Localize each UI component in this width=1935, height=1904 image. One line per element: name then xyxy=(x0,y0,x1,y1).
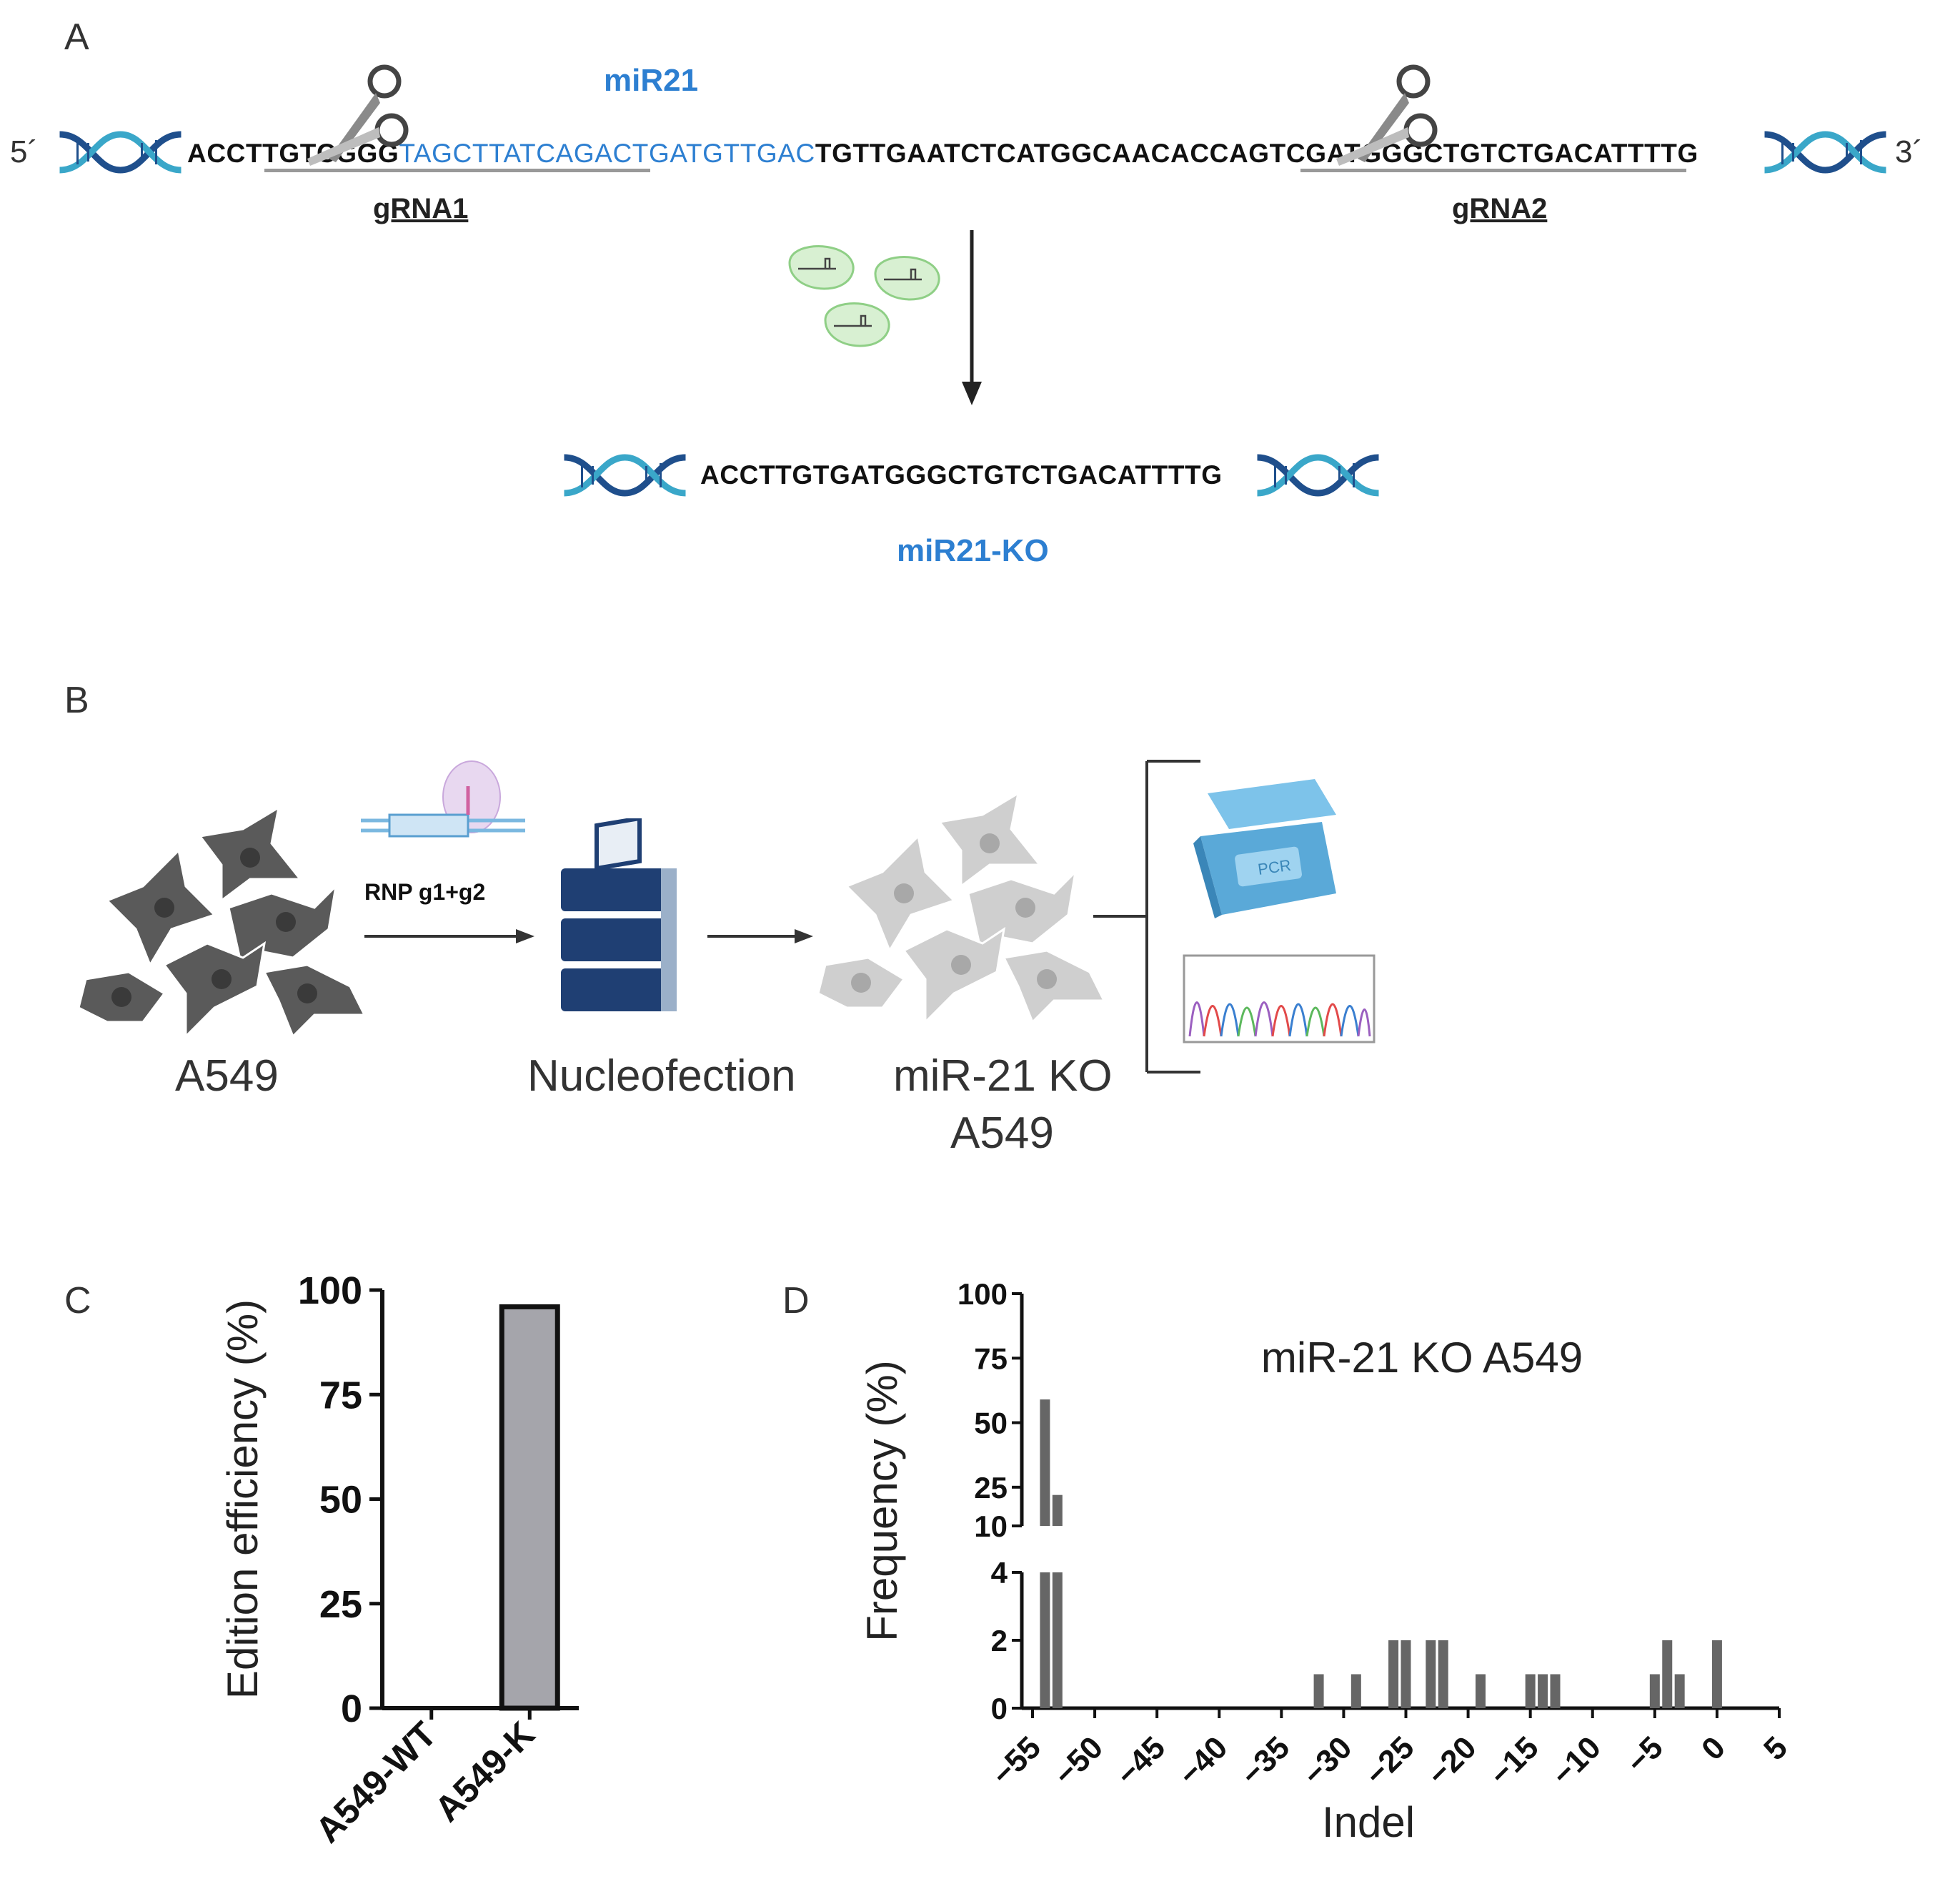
five-prime-label: 5´ xyxy=(10,134,39,169)
x-tick-label: −40 xyxy=(1172,1730,1234,1792)
y-tick-label: 25 xyxy=(319,1583,362,1626)
y-axis-label: Edition efficiency (%) xyxy=(219,1299,267,1699)
a549-cells-icon xyxy=(79,808,364,1039)
a549-label: A549 xyxy=(175,1051,279,1101)
x-tick-label: 0 xyxy=(1695,1730,1732,1767)
rnp-label: RNP g1+g2 xyxy=(364,879,486,905)
three-prime-label: 3´ xyxy=(1895,134,1924,169)
mir21-ko-label: miR21-KO xyxy=(897,533,1049,568)
ko-sequence: ACCTTGTGATGGGCTGTCTGACATTTTG xyxy=(700,460,1223,490)
bar xyxy=(1550,1674,1561,1708)
bar xyxy=(1711,1640,1722,1708)
panel-b-letter: B xyxy=(64,680,89,721)
bar xyxy=(1426,1640,1436,1708)
grna2-bar xyxy=(1300,169,1686,172)
scissors-icon xyxy=(307,64,409,166)
bar-upper-segment xyxy=(1052,1494,1063,1526)
y-axis-label: Frequency (%) xyxy=(858,1360,906,1641)
y-tick-label: 25 xyxy=(974,1471,1008,1504)
y-tick-label: 100 xyxy=(957,1277,1008,1311)
process-arrow-down xyxy=(962,230,982,405)
dna-helix-icon xyxy=(1257,454,1379,497)
sequence-3prime-segment: TGTTGAATCTCATGGCAACACCAGTCGATGGGCTGTCTGA… xyxy=(815,139,1698,168)
x-tick-label: −30 xyxy=(1296,1730,1358,1792)
y-tick-label: 2 xyxy=(991,1624,1008,1657)
grna1-label: gRNA1 xyxy=(373,193,469,224)
y-tick-label: 75 xyxy=(974,1342,1008,1375)
rnp-complex-icon xyxy=(788,245,940,347)
bar xyxy=(1649,1674,1660,1708)
bar xyxy=(1313,1674,1324,1708)
bar xyxy=(1476,1674,1486,1708)
pcr-machine-icon: PCR xyxy=(1193,779,1336,918)
bar xyxy=(1525,1674,1536,1708)
y-tick-label: 4 xyxy=(991,1556,1008,1590)
x-tick-label: −5 xyxy=(1620,1730,1670,1780)
x-tick-label: −20 xyxy=(1421,1730,1483,1792)
bar xyxy=(1388,1640,1399,1708)
bar xyxy=(499,1304,560,1711)
y-tick-label: 50 xyxy=(319,1479,362,1522)
panel-c-letter: C xyxy=(64,1280,91,1322)
y-tick-label: 50 xyxy=(974,1407,1008,1440)
ko-cells-label-line1: miR-21 KO xyxy=(893,1051,1113,1101)
dna-helix-icon xyxy=(564,454,686,497)
dna-helix-icon xyxy=(1764,131,1886,174)
ko-cells-icon xyxy=(818,793,1104,1025)
bar xyxy=(1674,1674,1685,1708)
x-tick-label: −10 xyxy=(1545,1730,1607,1792)
bar xyxy=(1401,1640,1411,1708)
grna1-bar xyxy=(264,169,650,172)
bar xyxy=(1538,1674,1548,1708)
chart-title: miR-21 KO A549 xyxy=(1261,1334,1583,1382)
x-tick-label: −15 xyxy=(1483,1730,1545,1792)
x-tick-label: −50 xyxy=(1048,1730,1110,1792)
bar xyxy=(1662,1640,1673,1708)
grna2-label: gRNA2 xyxy=(1452,193,1548,224)
scissors-icon xyxy=(1336,64,1438,166)
y-tick-label: 0 xyxy=(991,1692,1008,1725)
y-tick-label: 75 xyxy=(319,1374,362,1417)
bar-lower-segment xyxy=(1052,1572,1063,1708)
dna-helix-icon xyxy=(59,131,181,174)
bar-lower-segment xyxy=(1040,1572,1050,1708)
nucleofection-label: Nucleofection xyxy=(527,1051,796,1101)
sequencing-chromatogram-icon xyxy=(1183,954,1376,1043)
x-axis-label: Indel xyxy=(1322,1798,1415,1846)
bar-upper-segment xyxy=(1040,1399,1050,1526)
y-tick-label: 10 xyxy=(974,1509,1008,1543)
indel-frequency-chart: miR-21 KO A54910255075100024−55−50−45−40… xyxy=(858,1277,1794,1846)
nucleofector-icon xyxy=(561,818,677,1011)
ko-cells-label-line2: A549 xyxy=(950,1109,1054,1158)
analysis-bracket xyxy=(1093,760,1200,1074)
x-tick-label: A549-WT xyxy=(308,1714,444,1850)
x-tick-label: −25 xyxy=(1358,1730,1421,1792)
panel-d-letter: D xyxy=(782,1280,810,1322)
mir21-label: miR21 xyxy=(604,63,699,98)
x-tick-label: A549-K xyxy=(427,1714,542,1829)
x-tick-label: −55 xyxy=(985,1730,1048,1792)
y-tick-label: 0 xyxy=(341,1687,362,1730)
arrow-to-ko-cells xyxy=(707,929,813,943)
mir21-sequence-segment: TAGCTTATCAGACTGATGTTGAC xyxy=(399,139,815,168)
y-tick-label: 100 xyxy=(298,1269,362,1312)
arrow-to-nucleofection xyxy=(364,929,534,943)
rnp-icon xyxy=(361,760,525,838)
panel-a-letter: A xyxy=(64,16,89,58)
x-tick-label: −35 xyxy=(1234,1730,1296,1792)
bar xyxy=(1350,1674,1361,1708)
x-tick-label: 5 xyxy=(1757,1730,1794,1767)
bar xyxy=(1438,1640,1448,1708)
x-tick-label: −45 xyxy=(1110,1730,1172,1792)
